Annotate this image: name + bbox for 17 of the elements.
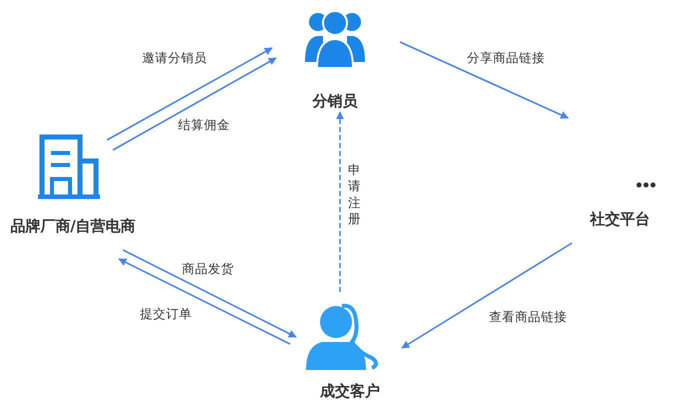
arrow: [106, 47, 273, 141]
arrow: [118, 258, 290, 345]
edge-label: 邀请分销员: [140, 50, 209, 67]
arrow: [401, 242, 572, 349]
edge-label: 查看商品链接: [487, 309, 569, 326]
node-label: 社交平台: [590, 210, 650, 228]
edge-label: 提交订单: [138, 306, 194, 323]
edge-label: 结算佣金: [176, 117, 232, 134]
arrow: [122, 249, 297, 338]
edge-label: 分享商品链接: [465, 50, 547, 67]
arrow: [400, 41, 569, 119]
dashed-arrow: [336, 111, 344, 292]
node-label: 分销员: [312, 92, 358, 110]
arrow: [112, 57, 277, 151]
node-label: 品牌厂商/自营电商: [10, 217, 136, 235]
node-label: 成交客户: [320, 382, 380, 400]
edge-label: 商品发货: [180, 261, 236, 278]
